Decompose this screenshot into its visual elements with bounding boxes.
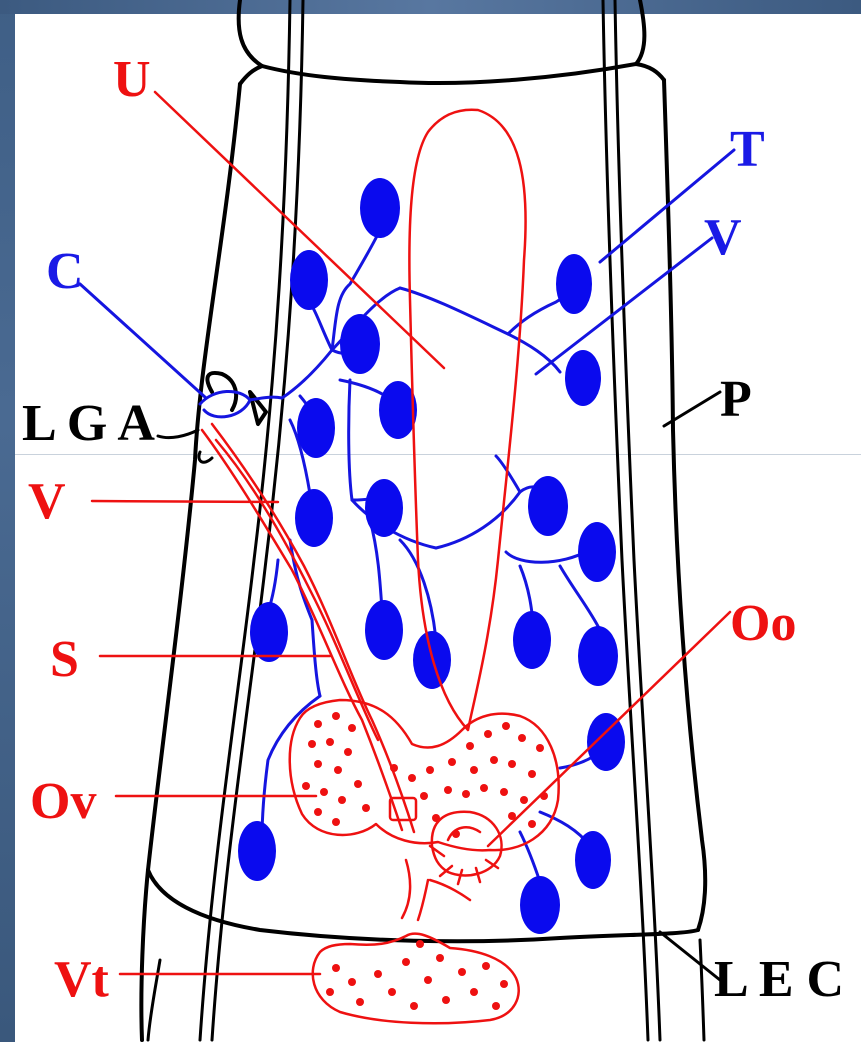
label-Oo: Oo <box>730 595 796 652</box>
testis <box>360 178 400 238</box>
label-LGA: L G A <box>22 395 155 452</box>
vitellarium-granules <box>326 940 508 1010</box>
leader-LEC <box>660 932 720 980</box>
testis <box>365 479 403 537</box>
testis <box>250 602 288 662</box>
label-U: U <box>113 51 151 108</box>
leader-lines <box>80 92 734 980</box>
label-C: C <box>46 243 84 300</box>
label-S: S <box>50 631 79 688</box>
testis <box>238 821 276 881</box>
testis <box>578 522 616 582</box>
label-P: P <box>720 371 752 428</box>
label-Vt: Vt <box>54 951 110 1008</box>
testis <box>528 476 568 536</box>
testis <box>575 831 611 889</box>
testis <box>587 713 625 771</box>
testis <box>578 626 618 686</box>
testis <box>513 611 551 669</box>
segment-outline <box>141 0 705 1040</box>
testis <box>565 350 601 406</box>
ovary-granules <box>302 712 548 838</box>
testis <box>297 398 335 458</box>
testis <box>365 600 403 660</box>
label-V-blue: V <box>704 209 742 266</box>
testis <box>290 250 328 310</box>
label-Ov: Ov <box>30 773 96 830</box>
label-T: T <box>730 121 765 178</box>
label-LEC: L E C <box>714 951 844 1008</box>
female-system <box>202 110 559 1024</box>
labels: U T V C P L G A V S Oo Ov Vt L E C <box>22 51 844 1008</box>
vitellarium <box>313 934 519 1024</box>
testis <box>295 489 333 547</box>
uterus <box>409 110 525 730</box>
ovary <box>290 700 559 850</box>
leader-V-red <box>92 501 278 502</box>
testis <box>340 314 380 374</box>
label-V-red: V <box>28 473 66 530</box>
testis <box>556 254 592 314</box>
leader-C <box>80 284 206 398</box>
leader-LGA <box>158 430 198 438</box>
testis <box>520 876 560 934</box>
